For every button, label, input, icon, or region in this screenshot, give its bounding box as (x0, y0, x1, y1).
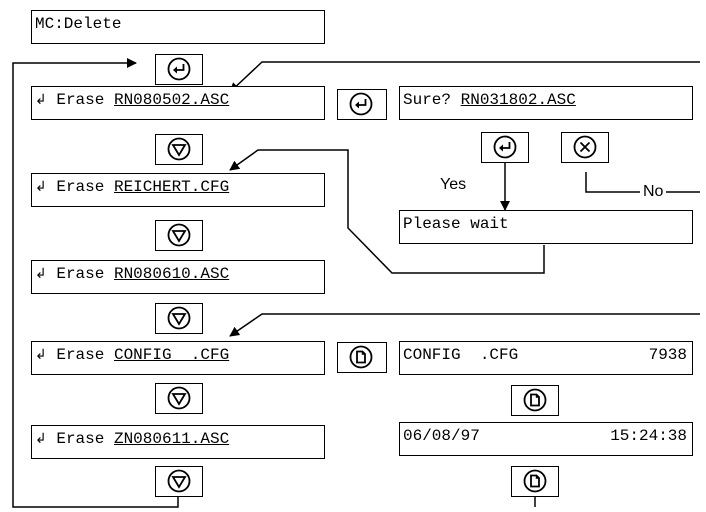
enter-key[interactable] (155, 54, 203, 85)
document-icon (523, 469, 547, 493)
down-key[interactable] (155, 134, 203, 165)
enter-icon (493, 135, 517, 159)
document-icon (349, 345, 373, 369)
down-key[interactable] (155, 383, 203, 414)
confirm-enter-key[interactable] (337, 89, 387, 120)
enter-icon (349, 92, 373, 116)
erase-row-5[interactable]: ↲ Erase ZN080611.ASC (31, 425, 325, 459)
please-wait-text: Please wait (403, 215, 509, 233)
no-label: No (640, 184, 667, 200)
yes-label: Yes (437, 177, 470, 193)
down-key[interactable] (155, 466, 203, 497)
file-date-box: 06/08/97 15:24:38 (399, 422, 693, 456)
info-key[interactable] (337, 342, 387, 373)
erase-file-name: RN080610.ASC (113, 265, 230, 283)
yes-enter-key[interactable] (481, 132, 529, 163)
down-triangle-icon (167, 137, 191, 161)
down-triangle-icon (167, 223, 191, 247)
menu-header-text: MC:Delete (35, 15, 122, 33)
erase-label: Erase (56, 265, 105, 283)
erase-label: Erase (56, 91, 105, 109)
enter-glyph-icon: ↲ (35, 92, 47, 108)
down-triangle-icon (167, 469, 191, 493)
enter-glyph-icon: ↲ (35, 431, 47, 447)
down-key[interactable] (155, 220, 203, 251)
erase-label: Erase (56, 346, 105, 364)
confirm-prefix: Sure? (403, 91, 452, 109)
enter-glyph-icon: ↲ (35, 179, 47, 195)
cancel-key[interactable] (561, 132, 609, 163)
erase-row-4[interactable]: ↲ Erase CONFIG .CFG (31, 341, 325, 375)
down-key[interactable] (155, 303, 203, 334)
enter-icon (167, 57, 191, 81)
down-triangle-icon (167, 386, 191, 410)
file-info-name: CONFIG .CFG (403, 346, 519, 364)
erase-label: Erase (56, 430, 105, 448)
menu-header: MC:Delete (31, 10, 325, 44)
cancel-x-icon (573, 135, 597, 159)
confirm-box: Sure? RN031802.ASC (399, 86, 693, 120)
erase-file-name: CONFIG .CFG (113, 346, 230, 364)
confirm-file-name: RN031802.ASC (460, 91, 576, 109)
down-triangle-icon (167, 306, 191, 330)
file-info-time: 15:24:38 (610, 427, 687, 445)
info-key[interactable] (511, 385, 559, 416)
info-key[interactable] (511, 466, 559, 497)
erase-label: Erase (56, 178, 105, 196)
erase-file-name: REICHERT.CFG (113, 178, 230, 196)
file-info-size: 7938 (648, 346, 687, 364)
document-icon (523, 388, 547, 412)
erase-file-name: ZN080611.ASC (113, 430, 230, 448)
enter-glyph-icon: ↲ (35, 347, 47, 363)
please-wait-box: Please wait (399, 210, 693, 244)
erase-row-3[interactable]: ↲ Erase RN080610.ASC (31, 260, 325, 294)
erase-row-2[interactable]: ↲ Erase REICHERT.CFG (31, 173, 325, 207)
file-info-box: CONFIG .CFG 7938 (399, 341, 693, 375)
erase-row-1[interactable]: ↲ Erase RN080502.ASC (31, 86, 325, 120)
enter-glyph-icon: ↲ (35, 266, 47, 282)
erase-file-name: RN080502.ASC (113, 91, 230, 109)
file-info-date: 06/08/97 (403, 427, 480, 445)
